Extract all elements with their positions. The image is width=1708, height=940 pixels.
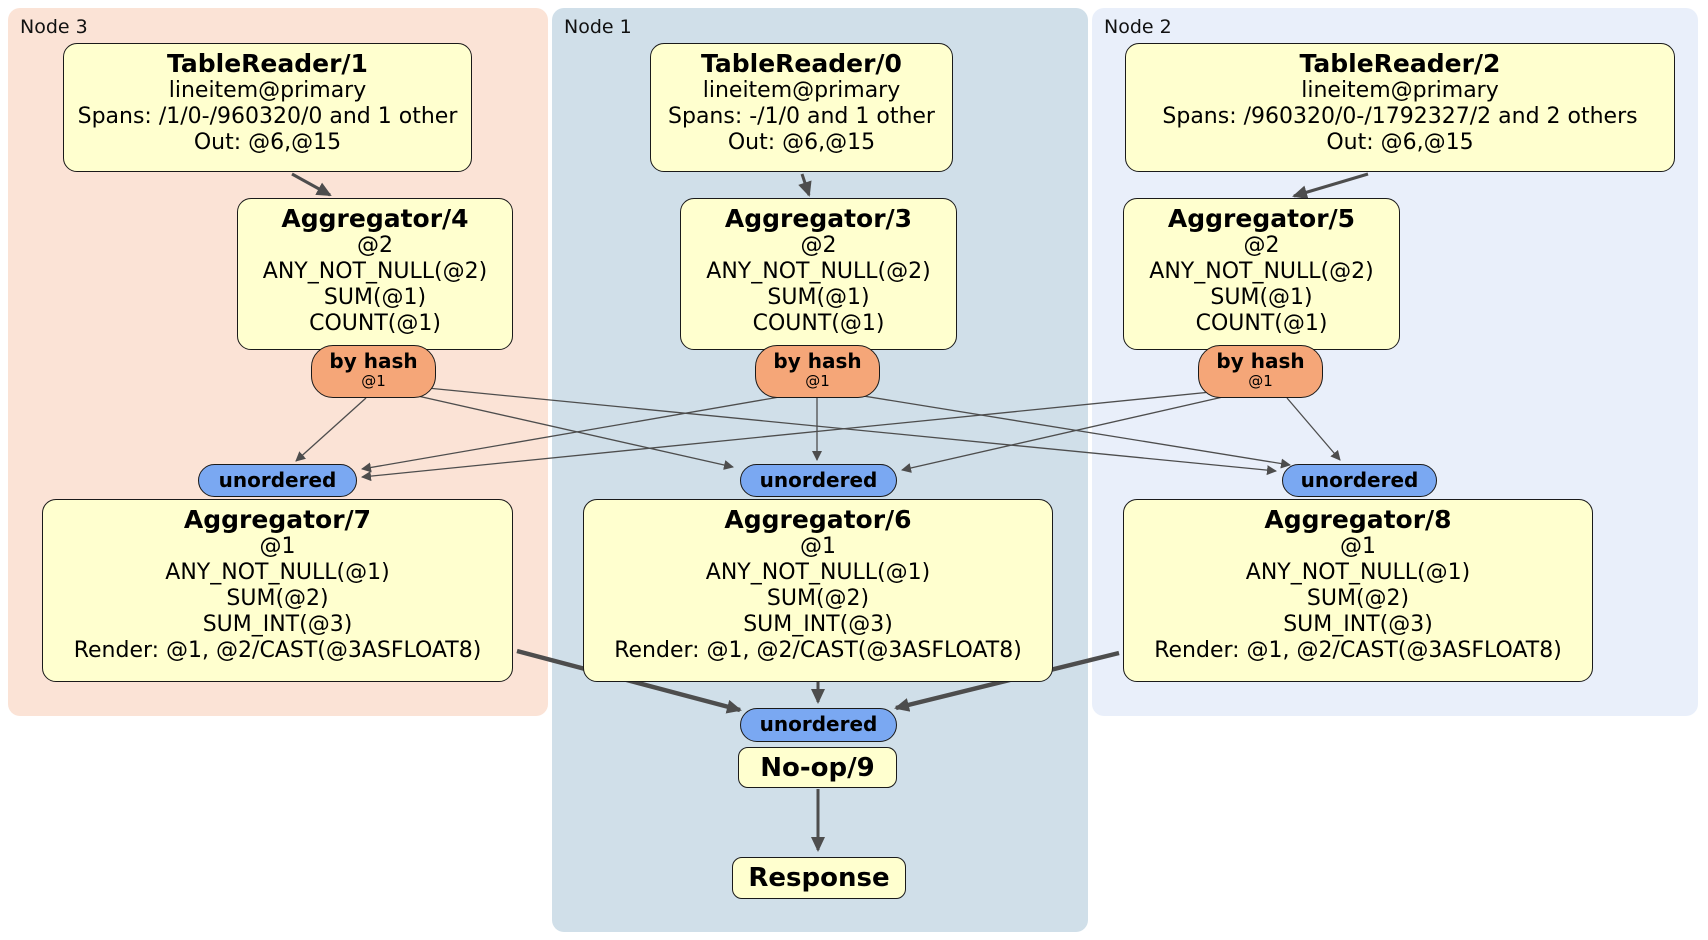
node-detail-line: SUM_INT(@3) <box>743 612 893 637</box>
node-detail-line: Spans: /960320/0-/1792327/2 and 2 others <box>1162 104 1638 129</box>
node-detail-line: ANY_NOT_NULL(@2) <box>1149 259 1374 284</box>
node-detail-line: COUNT(@1) <box>752 311 885 336</box>
node-detail-line: Render: @1, @2/CAST(@3ASFLOAT8) <box>73 638 482 663</box>
node-detail-line: @1 <box>800 534 836 559</box>
node-detail-line: Render: @1, @2/CAST(@3ASFLOAT8) <box>1154 638 1562 663</box>
node-title: No-op/9 <box>760 752 875 783</box>
node-response: Response <box>732 857 906 899</box>
node-detail-line: @1 <box>259 534 296 559</box>
node-title: TableReader/2 <box>1299 49 1501 78</box>
region-node2-label: Node 2 <box>1104 16 1172 38</box>
node-detail-line: ANY_NOT_NULL(@1) <box>705 560 931 585</box>
node-detail-line: Out: @6,@15 <box>727 130 876 155</box>
sync-unordered-middle: unordered <box>740 464 897 497</box>
region-node1-label: Node 1 <box>564 16 632 38</box>
node-detail-line: ANY_NOT_NULL(@1) <box>1245 560 1471 585</box>
router-detail: @1 <box>805 372 830 390</box>
node-title: Response <box>748 863 890 893</box>
node-title: Aggregator/6 <box>724 505 912 534</box>
router-by-hash-4: by hash @1 <box>311 345 436 398</box>
node-title: TableReader/0 <box>701 49 902 78</box>
node-aggregator-7: Aggregator/7 @1 ANY_NOT_NULL(@1) SUM(@2)… <box>42 499 513 682</box>
sync-label: unordered <box>1300 468 1419 492</box>
node-detail-line: Out: @6,@15 <box>1326 130 1474 155</box>
node-detail-line: @1 <box>1340 534 1376 559</box>
node-tablereader-2: TableReader/2 lineitem@primary Spans: /9… <box>1125 43 1675 172</box>
node-aggregator-3: Aggregator/3 @2 ANY_NOT_NULL(@2) SUM(@1)… <box>680 198 957 350</box>
region-node3-label: Node 3 <box>20 16 88 38</box>
node-detail-line: SUM(@1) <box>767 285 870 310</box>
node-detail-line: ANY_NOT_NULL(@2) <box>262 259 488 284</box>
node-detail-line: SUM(@1) <box>323 285 427 310</box>
router-label: by hash <box>329 349 418 373</box>
node-title: Aggregator/4 <box>281 204 469 233</box>
node-title: Aggregator/8 <box>1264 505 1452 534</box>
node-detail-line: SUM(@2) <box>1306 586 1410 611</box>
node-noop-9: No-op/9 <box>738 747 897 788</box>
node-detail-line: Spans: /1/0-/960320/0 and 1 other <box>77 104 458 129</box>
node-detail-line: SUM(@2) <box>226 586 329 611</box>
sync-unordered-left: unordered <box>198 464 357 497</box>
router-detail: @1 <box>361 372 386 390</box>
sync-unordered-final: unordered <box>740 708 897 742</box>
node-detail-line: @2 <box>357 233 393 258</box>
node-detail-line: SUM_INT(@3) <box>202 612 353 637</box>
node-aggregator-6: Aggregator/6 @1 ANY_NOT_NULL(@1) SUM(@2)… <box>583 499 1053 682</box>
node-aggregator-8: Aggregator/8 @1 ANY_NOT_NULL(@1) SUM(@2)… <box>1123 499 1593 682</box>
sync-unordered-right: unordered <box>1282 464 1437 497</box>
router-label: by hash <box>773 349 862 373</box>
node-title: TableReader/1 <box>167 49 368 78</box>
router-by-hash-5: by hash @1 <box>1198 345 1323 398</box>
node-detail-line: @2 <box>800 233 837 258</box>
router-by-hash-3: by hash @1 <box>755 345 880 398</box>
node-title: Aggregator/3 <box>724 204 913 233</box>
node-tablereader-1: TableReader/1 lineitem@primary Spans: /1… <box>63 43 472 172</box>
node-detail-line: @2 <box>1243 233 1280 258</box>
router-label: by hash <box>1216 349 1305 373</box>
node-aggregator-5: Aggregator/5 @2 ANY_NOT_NULL(@2) SUM(@1)… <box>1123 198 1400 350</box>
node-detail-line: lineitem@primary <box>168 78 367 103</box>
node-detail-line: ANY_NOT_NULL(@2) <box>706 259 931 284</box>
sync-label: unordered <box>759 468 878 492</box>
sync-label: unordered <box>218 468 337 492</box>
sync-label: unordered <box>759 712 878 736</box>
node-detail-line: SUM_INT(@3) <box>1283 612 1433 637</box>
router-detail: @1 <box>1248 372 1273 390</box>
node-tablereader-0: TableReader/0 lineitem@primary Spans: -/… <box>650 43 953 172</box>
node-detail-line: Render: @1, @2/CAST(@3ASFLOAT8) <box>614 638 1022 663</box>
node-detail-line: SUM(@2) <box>766 586 870 611</box>
node-detail-line: COUNT(@1) <box>1195 311 1328 336</box>
node-detail-line: COUNT(@1) <box>309 311 441 336</box>
node-detail-line: Out: @6,@15 <box>193 130 342 155</box>
node-detail-line: lineitem@primary <box>702 78 901 103</box>
node-title: Aggregator/7 <box>183 505 372 534</box>
node-detail-line: ANY_NOT_NULL(@1) <box>165 560 390 585</box>
node-detail-line: lineitem@primary <box>1301 78 1499 103</box>
node-detail-line: SUM(@1) <box>1210 285 1313 310</box>
node-aggregator-4: Aggregator/4 @2 ANY_NOT_NULL(@2) SUM(@1)… <box>237 198 513 350</box>
node-title: Aggregator/5 <box>1167 204 1356 233</box>
node-detail-line: Spans: -/1/0 and 1 other <box>668 104 935 129</box>
